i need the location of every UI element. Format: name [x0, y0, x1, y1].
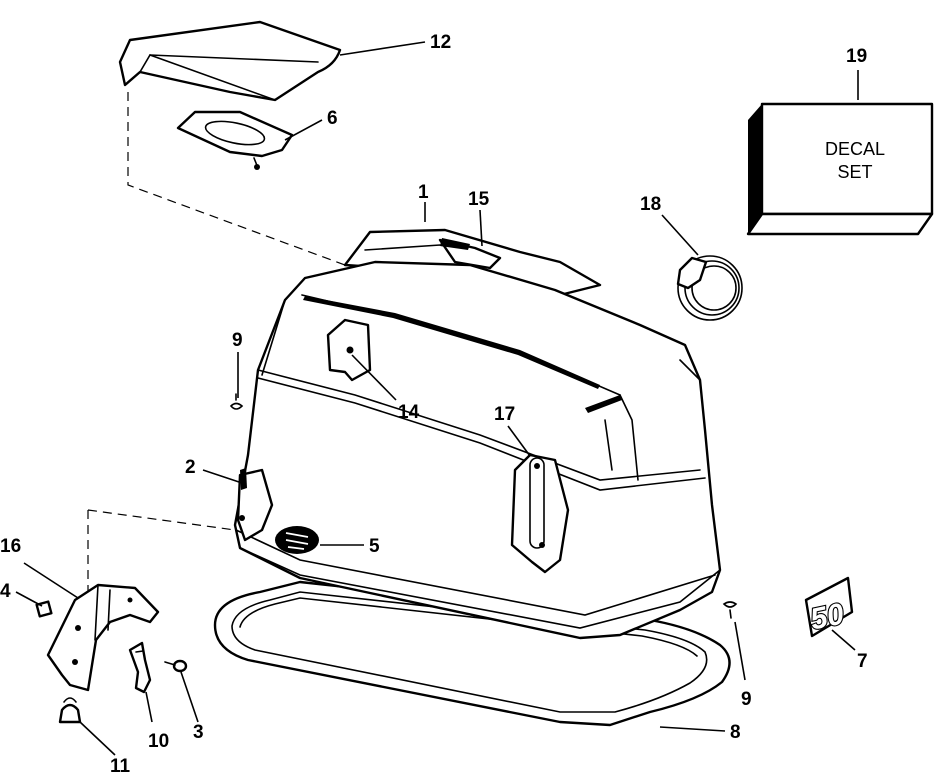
- label-7: 7: [857, 651, 868, 672]
- part-3-screw: [164, 659, 188, 673]
- label-10: 10: [148, 731, 169, 752]
- part-number-labels: 12 6 1 15 18 19 9 14 17 2 5 9 7 8 16 4 1…: [0, 32, 868, 776]
- leader-lines: [15, 41, 859, 756]
- decal-set-line1: DECAL: [825, 139, 885, 159]
- label-14: 14: [398, 402, 420, 423]
- label-1: 1: [418, 182, 429, 203]
- model-badge-text: 50: [807, 597, 847, 636]
- part-12-top-cover: [118, 20, 342, 102]
- label-19: 19: [846, 46, 867, 67]
- part-7-model-badge: 50: [804, 576, 854, 638]
- label-16: 16: [0, 536, 21, 557]
- label-12: 12: [430, 32, 451, 53]
- label-2: 2: [185, 457, 196, 478]
- part-10-spring-clip: [128, 641, 152, 694]
- label-18: 18: [640, 194, 661, 215]
- label-8: 8: [730, 722, 741, 743]
- part-6-plate: [176, 110, 294, 170]
- label-5: 5: [369, 536, 380, 557]
- part-9-screw-right: [722, 601, 738, 619]
- part-18-cable: [676, 255, 743, 321]
- part-9-screw-left: [229, 393, 244, 410]
- part-17-latch: [510, 453, 570, 574]
- label-9-left: 9: [232, 330, 243, 351]
- label-15: 15: [468, 189, 490, 210]
- label-9-right: 9: [741, 689, 752, 710]
- part-1-main-cowl: [233, 228, 722, 640]
- part-16-mount-bracket: [46, 583, 160, 692]
- part-2-bracket: [236, 468, 274, 542]
- label-6: 6: [327, 108, 338, 129]
- part-5-emblem: [275, 526, 319, 554]
- label-17: 17: [494, 404, 515, 425]
- part-15-latch: [438, 238, 502, 270]
- part-19-decal-set: DECAL SET: [746, 102, 934, 236]
- part-14-bracket: [326, 318, 372, 382]
- part-11-grommet: [58, 697, 82, 724]
- decal-set-line2: SET: [837, 162, 872, 182]
- label-11: 11: [110, 756, 131, 776]
- label-4: 4: [0, 581, 11, 602]
- label-3: 3: [193, 722, 204, 743]
